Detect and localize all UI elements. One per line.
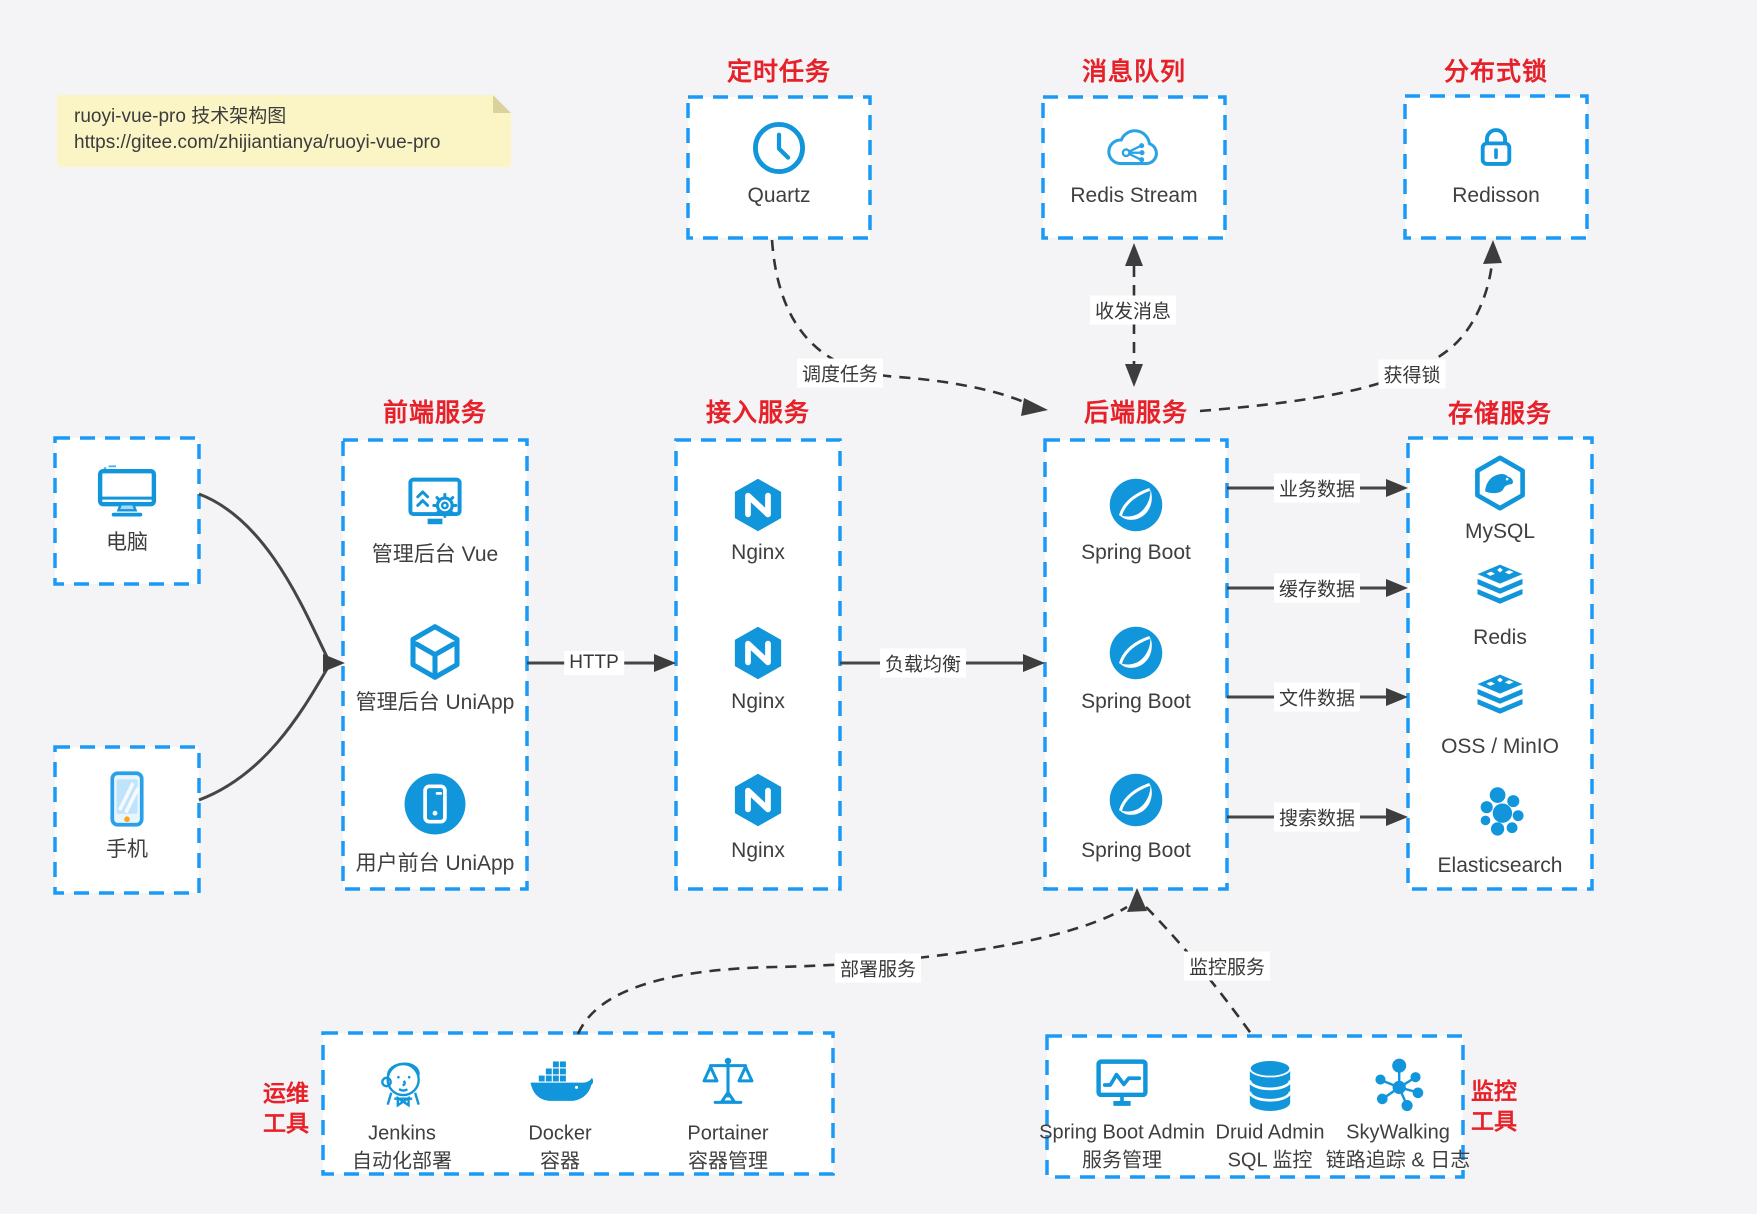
arrow-clients-to-frontend [198,492,345,802]
edge-label-file-data: 文件数据 [1273,682,1361,712]
lock-icon [1467,118,1525,176]
ops-title-line1: 运维 [263,1080,309,1106]
node-sublabel-docker: 容器 [540,1150,580,1173]
arrow-acquire-lock [1199,240,1502,413]
cloud-message-icon [1102,119,1166,175]
group-title-monitor-tools: 监控 工具 [1471,1076,1517,1136]
spring-icon [1106,623,1166,683]
monitor-title-line2: 工具 [1471,1108,1517,1134]
edge-label-acquire-lock: 获得锁 [1378,359,1446,389]
node-label-quartz: Quartz [747,184,811,207]
node-label-skywalking: SkyWalking [1346,1121,1450,1144]
group-title-message-queue: 消息队列 [1081,58,1187,86]
edge-label-schedule-task: 调度任务 [796,358,884,388]
arrow-schedule-task [770,239,1048,416]
node-label-redisson: Redisson [1452,184,1540,207]
nginx-icon [728,475,788,535]
group-box-message-queue [1041,95,1227,240]
docker-icon [527,1057,594,1113]
node-label-nginx-3: Nginx [731,839,785,862]
group-title-frontend: 前端服务 [382,399,488,427]
edge-label-load-balance: 负载均衡 [879,648,967,678]
node-label-druid: Druid Admin [1215,1121,1325,1144]
note-url: https://gitee.com/zhijiantianya/ruoyi-vu… [74,132,441,153]
group-title-ops-tools: 运维 工具 [263,1078,309,1138]
desktop-icon [94,463,160,521]
edge-label-http: HTTP [564,651,624,675]
smartphone-icon [100,769,154,829]
edge-label-monitor-service: 监控服务 [1183,951,1271,981]
node-sublabel-portainer: 容器管理 [688,1150,768,1173]
edge-label-search-data: 搜索数据 [1273,802,1361,832]
node-sublabel-jenkins: 自动化部署 [352,1150,452,1173]
edge-label-business-data: 业务数据 [1273,473,1361,503]
node-label-portainer: Portainer [687,1122,769,1145]
node-label-mobile: 手机 [106,838,148,861]
node-sublabel-skywalking: 链路追踪 & 日志 [1325,1149,1471,1172]
node-label-nginx-1: Nginx [731,541,785,564]
edge-label-deploy-service: 部署服务 [834,953,922,983]
node-label-admin-uniapp: 管理后台 UniApp [355,691,515,714]
edge-label-cache-data: 缓存数据 [1273,573,1361,603]
group-title-access: 接入服务 [705,399,811,427]
nginx-icon [728,623,788,683]
nginx-icon [728,770,788,830]
node-label-oss-minio: OSS / MinIO [1441,735,1559,758]
admin-vue-icon [403,474,467,532]
node-label-redis-stream: Redis Stream [1070,184,1198,207]
mysql-icon [1469,452,1531,514]
node-label-spring-3: Spring Boot [1081,839,1191,862]
group-title-scheduler: 定时任务 [726,58,832,86]
elasticsearch-icon [1471,783,1529,841]
node-label-pc: 电脑 [106,531,148,554]
ops-title-line2: 工具 [263,1110,309,1136]
node-label-spring-2: Spring Boot [1081,690,1191,713]
clock-icon [750,119,808,177]
node-label-mysql: MySQL [1464,520,1536,543]
monitor-title-line1: 监控 [1471,1078,1517,1104]
arrow-deploy-service [576,888,1147,1035]
node-label-elasticsearch: Elasticsearch [1437,854,1563,877]
spring-icon [1106,770,1166,830]
node-label-redis: Redis [1473,626,1527,649]
spring-boot-admin-icon [1090,1056,1154,1114]
sticky-note: ruoyi-vue-pro 技术架构图 https://gitee.com/zh… [57,95,511,167]
node-label-docker: Docker [528,1122,592,1145]
group-title-backend: 后端服务 [1083,399,1189,427]
skywalking-icon [1369,1056,1427,1114]
node-sublabel-spring-boot-admin: 服务管理 [1082,1149,1162,1172]
druid-icon [1242,1057,1298,1115]
note-title: ruoyi-vue-pro 技术架构图 [74,106,287,127]
node-label-user-uniapp: 用户前台 UniApp [355,852,515,875]
jenkins-icon [371,1052,433,1112]
edge-label-send-receive-message: 收发消息 [1089,295,1177,325]
cube-icon [403,620,467,684]
group-box-distributed-lock [1403,94,1589,240]
group-title-storage: 存储服务 [1447,400,1553,428]
storage-layers-icon [1469,674,1531,719]
spring-icon [1106,475,1166,535]
node-label-nginx-2: Nginx [731,690,785,713]
node-sublabel-druid: SQL 监控 [1227,1149,1313,1172]
node-label-admin-vue: 管理后台 Vue [371,543,499,566]
portainer-icon [700,1054,756,1110]
storage-layers-icon [1469,564,1531,609]
user-app-icon [401,770,469,838]
node-label-spring-boot-admin: Spring Boot Admin [1039,1121,1205,1144]
node-label-jenkins: Jenkins [368,1122,436,1145]
node-label-spring-1: Spring Boot [1081,541,1191,564]
group-title-distributed-lock: 分布式锁 [1443,58,1549,86]
